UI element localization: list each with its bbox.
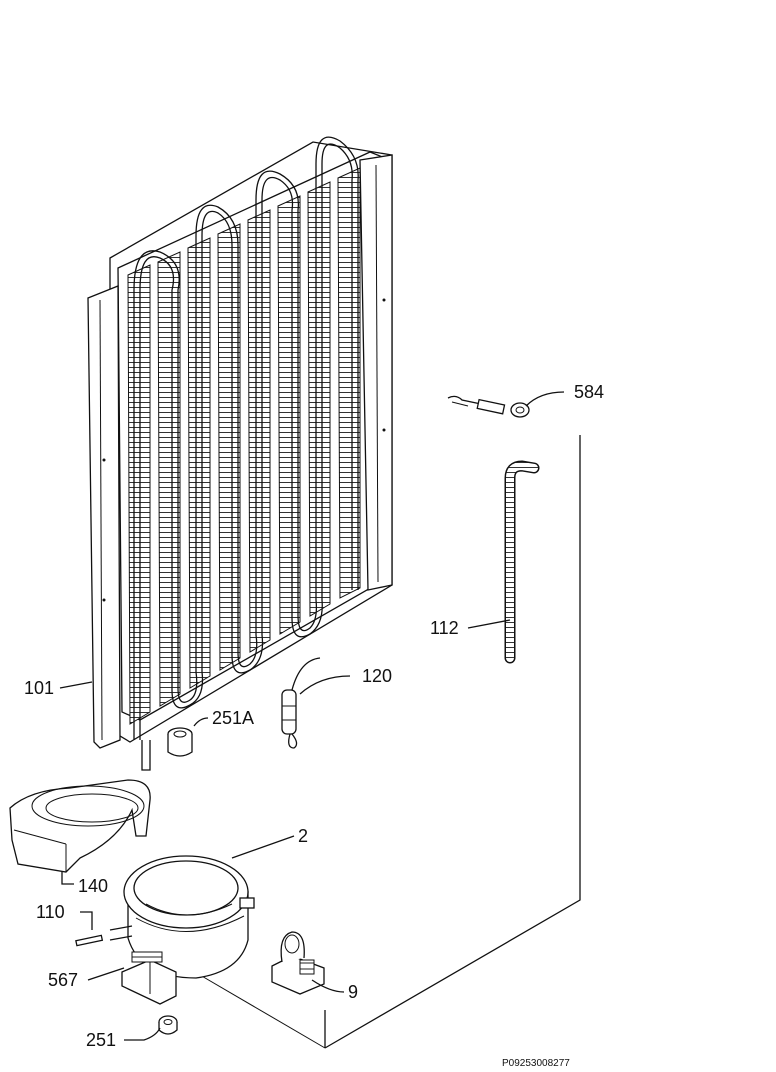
cabinet-outline xyxy=(199,435,581,1049)
label-112: 112 xyxy=(430,618,459,638)
part-110-pin xyxy=(75,934,104,947)
label-101: 101 xyxy=(24,678,54,698)
part-9-relay xyxy=(271,931,325,995)
part-140-tray xyxy=(9,779,151,873)
part-2-compressor xyxy=(109,855,255,1005)
condenser-brackets xyxy=(87,154,393,749)
condenser-tube xyxy=(133,136,359,740)
label-251a: 251A xyxy=(212,708,254,728)
label-110: 110 xyxy=(36,902,65,922)
condenser xyxy=(87,136,393,771)
label-567: 567 xyxy=(48,970,78,990)
part-251a-grommet xyxy=(167,727,193,757)
leader-lines xyxy=(59,391,565,1041)
label-2: 2 xyxy=(298,826,308,846)
part-112-tube xyxy=(504,460,540,664)
part-120-drier xyxy=(281,657,321,749)
label-584: 584 xyxy=(574,382,604,402)
label-9: 9 xyxy=(348,982,358,1002)
label-140: 140 xyxy=(78,876,108,896)
label-120: 120 xyxy=(362,666,392,686)
label-251: 251 xyxy=(86,1030,116,1050)
condenser-fins xyxy=(127,167,361,725)
reference-code: P09253008277 xyxy=(502,1058,570,1069)
part-584-cable xyxy=(447,395,530,418)
part-251-grommet xyxy=(158,1015,178,1035)
